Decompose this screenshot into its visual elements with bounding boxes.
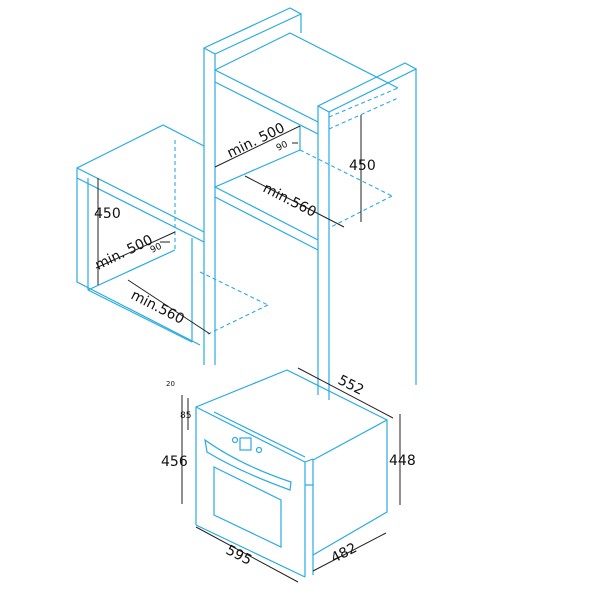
dimension-lines (95, 115, 401, 583)
low-cabinet-height-label: 450 (94, 206, 121, 222)
body-height-label: 448 (389, 453, 416, 469)
tall-cabinet (203, 7, 418, 400)
low-cabinet (76, 124, 269, 346)
tall-cabinet-depth-label: min. 500 (225, 120, 288, 162)
knob-right (255, 446, 263, 454)
low-cabinet-depth-label: min. 500 (93, 232, 156, 274)
door-handle (204, 438, 292, 491)
tall-cabinet-gap-label: 90 (275, 140, 290, 154)
oven-window (213, 466, 282, 548)
tall-cabinet-height-label: 450 (349, 158, 376, 174)
panel-height-label: 85 (180, 411, 191, 421)
display-icon (239, 437, 252, 451)
low-cabinet-gap-label: 90 (149, 242, 164, 256)
low-cabinet-width-label: min.560 (128, 287, 187, 327)
body-depth-label: 482 (329, 540, 360, 566)
oven-depth-label: 552 (335, 372, 366, 398)
knob-left (231, 436, 239, 444)
front-thickness-label: 20 (166, 380, 175, 388)
front-height-label: 456 (161, 454, 188, 470)
dimension-labels: 450 min. 500 90 min.560 min. 500 90 min.… (93, 120, 416, 569)
width-label: 595 (223, 542, 254, 568)
oven (195, 369, 388, 578)
